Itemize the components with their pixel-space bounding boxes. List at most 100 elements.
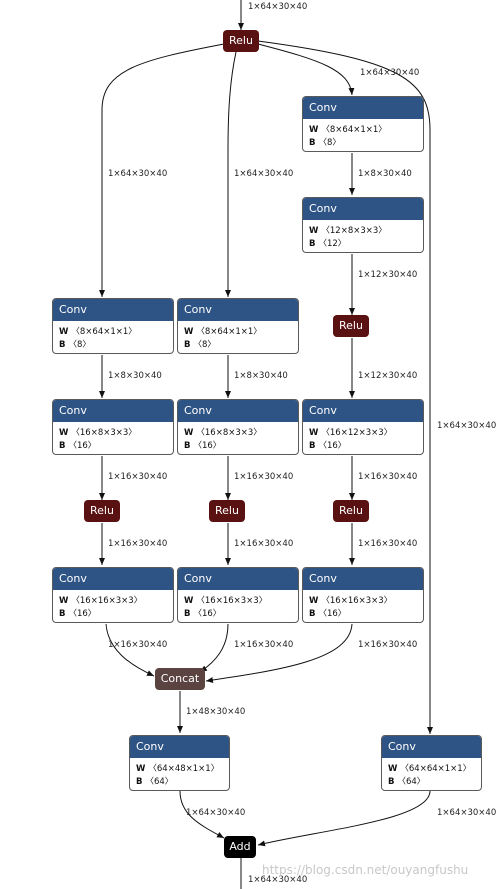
conv-bias-row: B〈16〉 — [59, 609, 97, 619]
conv-title: Conv — [178, 568, 298, 590]
conv-title: Conv — [53, 568, 173, 590]
conv-weight-shape: 〈16×8×3×3〉 — [71, 428, 137, 438]
conv-weight-shape: 〈16×8×3×3〉 — [196, 428, 262, 438]
conv-branch1-2-node[interactable]: Conv W〈16×8×3×3〉 B〈16〉 — [177, 399, 299, 455]
edge-b2-4 — [205, 623, 353, 683]
edge-label-b2-4: 1×16×30×40 — [358, 640, 418, 650]
conv-weight-shape: 〈16×16×3×3〉 — [321, 596, 393, 606]
conv-bias-shape: 〈16〉 — [193, 441, 222, 451]
conv-bias-row: B〈16〉 — [184, 441, 222, 451]
conv-bias-shape: 〈8〉 — [318, 138, 341, 148]
relu-branch2b-node[interactable]: Relu — [333, 500, 369, 522]
conv-weight-row: W〈16×8×3×3〉 — [59, 428, 137, 438]
conv-bias-row: B〈16〉 — [59, 441, 97, 451]
conv-branch2-2-node[interactable]: Conv W〈12×8×3×3〉 B〈12〉 — [302, 197, 424, 253]
conv-weight-row: W〈16×8×3×3〉 — [184, 428, 262, 438]
conv-bias-row: B〈12〉 — [309, 239, 347, 249]
conv-weight-shape: 〈8×64×1×1〉 — [196, 327, 262, 337]
edge-label-b2-1: 1×8×30×40 — [358, 169, 412, 179]
conv-branch2-1-node[interactable]: Conv W〈8×64×1×1〉 B〈8〉 — [302, 96, 424, 152]
conv-branch0-2-node[interactable]: Conv W〈16×8×3×3〉 B〈16〉 — [52, 399, 174, 455]
edge-top-to-shortcut — [257, 40, 433, 734]
conv-bias-row: B〈8〉 — [59, 340, 91, 350]
conv-bias-shape: 〈16〉 — [318, 441, 347, 451]
conv-title: Conv — [53, 299, 173, 321]
conv-merge-node[interactable]: Conv W〈64×48×1×1〉 B〈64〉 — [129, 735, 230, 791]
conv-weight-shape: 〈8×64×1×1〉 — [321, 125, 387, 135]
conv-title: Conv — [53, 400, 173, 422]
conv-weight-row: W〈16×16×3×3〉 — [184, 596, 268, 606]
conv-weight-row: W〈16×16×3×3〉 — [309, 596, 393, 606]
edge-label-b2-relu: 1×12×30×40 — [358, 371, 418, 381]
watermark: https://blog.csdn.net/ouyangfushu — [262, 863, 469, 877]
conv-weight-row: W〈8×64×1×1〉 — [309, 125, 387, 135]
conv-bias-shape: 〈16〉 — [318, 609, 347, 619]
conv-bias-row: B〈16〉 — [309, 609, 347, 619]
conv-weight-shape: 〈16×16×3×3〉 — [196, 596, 268, 606]
conv-weight-shape: 〈64×48×1×1〉 — [148, 764, 220, 774]
conv-bias-row: B〈8〉 — [309, 138, 341, 148]
conv-bias-shape: 〈8〉 — [193, 340, 216, 350]
edge-label-b0-3: 1×16×30×40 — [108, 640, 168, 650]
relu-branch2-node[interactable]: Relu — [333, 315, 369, 337]
edge-top-to-b0 — [99, 43, 225, 297]
conv-weight-row: W〈16×16×3×3〉 — [59, 596, 143, 606]
edge-label-concat-out: 1×48×30×40 — [186, 707, 246, 717]
edge-label-in-top: 1×64×30×40 — [248, 2, 308, 12]
edge-label-shortcut-out: 1×64×30×40 — [437, 808, 497, 818]
conv-weight-row: W〈12×8×3×3〉 — [309, 226, 387, 236]
conv-title: Conv — [303, 400, 423, 422]
conv-branch2-3-node[interactable]: Conv W〈16×12×3×3〉 B〈16〉 — [302, 399, 424, 455]
relu-branch1-node[interactable]: Relu — [209, 500, 245, 522]
conv-shortcut-node[interactable]: Conv W〈64×64×1×1〉 B〈64〉 — [381, 735, 482, 791]
conv-bias-shape: 〈16〉 — [68, 609, 97, 619]
conv-weight-shape: 〈64×64×1×1〉 — [400, 764, 472, 774]
conv-title: Conv — [303, 568, 423, 590]
conv-title: Conv — [130, 736, 229, 758]
conv-branch0-1-node[interactable]: Conv W〈8×64×1×1〉 B〈8〉 — [52, 298, 174, 354]
relu-top-node[interactable]: Relu — [223, 30, 259, 52]
conv-branch1-3-node[interactable]: Conv W〈16×16×3×3〉 B〈16〉 — [177, 567, 299, 623]
edge-label-top-to-shortcut: 1×64×30×40 — [437, 421, 497, 431]
conv-bias-shape: 〈16〉 — [193, 609, 222, 619]
conv-bias-shape: 〈16〉 — [68, 441, 97, 451]
conv-bias-row: B〈16〉 — [309, 441, 347, 451]
conv-weight-row: W〈8×64×1×1〉 — [59, 327, 137, 337]
edge-label-b0-2: 1×16×30×40 — [108, 472, 168, 482]
edge-label-b2-2: 1×12×30×40 — [358, 270, 418, 280]
conv-title: Conv — [303, 97, 423, 119]
conv-bias-shape: 〈8〉 — [68, 340, 91, 350]
edge-b0-3 — [105, 623, 155, 677]
edge-label-b2-3: 1×16×30×40 — [358, 472, 418, 482]
edge-merge-out — [179, 790, 225, 839]
conv-weight-row: W〈64×64×1×1〉 — [388, 764, 472, 774]
conv-branch1-1-node[interactable]: Conv W〈8×64×1×1〉 B〈8〉 — [177, 298, 299, 354]
relu-branch0-node[interactable]: Relu — [84, 500, 120, 522]
edge-label-b0-relu: 1×16×30×40 — [108, 539, 168, 549]
edge-label-top-to-b2: 1×64×30×40 — [360, 68, 420, 78]
conv-bias-shape: 〈64〉 — [397, 777, 426, 787]
edge-label-b1-2: 1×16×30×40 — [234, 472, 294, 482]
edge-top-to-b1 — [225, 51, 237, 297]
conv-weight-row: W〈8×64×1×1〉 — [184, 327, 262, 337]
conv-weight-row: W〈16×12×3×3〉 — [309, 428, 393, 438]
conv-weight-shape: 〈8×64×1×1〉 — [71, 327, 137, 337]
edge-label-top-to-b0: 1×64×30×40 — [108, 169, 168, 179]
add-node[interactable]: Add — [224, 836, 256, 858]
edge-label-add-out: 1×64×30×40 — [248, 875, 308, 885]
conv-weight-row: W〈64×48×1×1〉 — [136, 764, 220, 774]
conv-branch0-3-node[interactable]: Conv W〈16×16×3×3〉 B〈16〉 — [52, 567, 174, 623]
conv-weight-shape: 〈16×12×3×3〉 — [321, 428, 393, 438]
conv-weight-shape: 〈16×16×3×3〉 — [71, 596, 143, 606]
conv-title: Conv — [178, 299, 298, 321]
edge-b1-3 — [199, 623, 229, 673]
conv-title: Conv — [382, 736, 481, 758]
edge-label-merge-out: 1×64×30×40 — [186, 808, 246, 818]
edge-label-top-to-b1: 1×64×30×40 — [234, 169, 294, 179]
conv-bias-row: B〈64〉 — [388, 777, 426, 787]
concat-node[interactable]: Concat — [155, 668, 205, 690]
conv-branch2-4-node[interactable]: Conv W〈16×16×3×3〉 B〈16〉 — [302, 567, 424, 623]
conv-bias-row: B〈16〉 — [184, 609, 222, 619]
conv-title: Conv — [178, 400, 298, 422]
